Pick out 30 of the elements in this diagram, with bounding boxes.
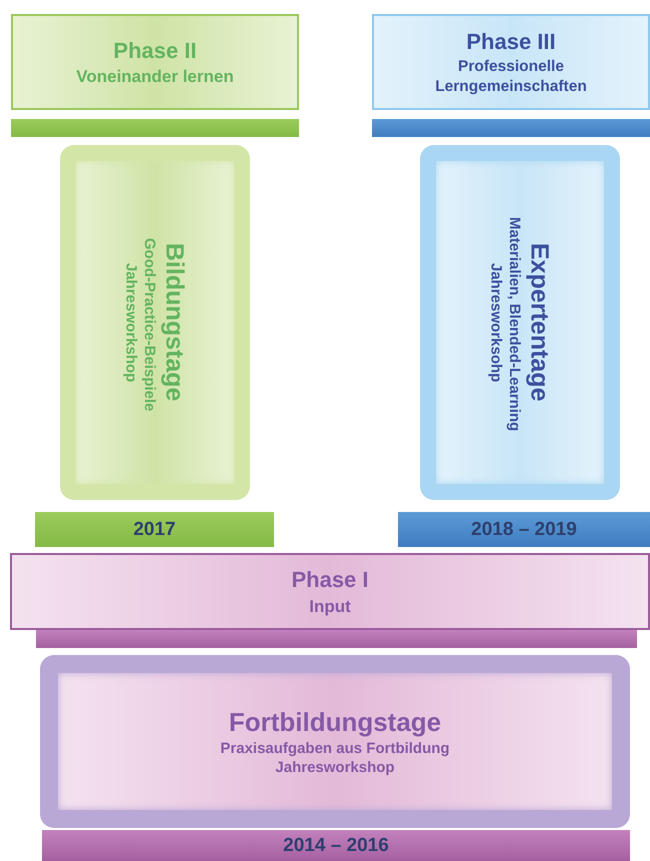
activity-panel: [420, 145, 620, 500]
year-label: 2017: [133, 518, 176, 542]
node-subtitle: Jahresworkshop: [121, 262, 140, 382]
node-subtitle: Jahresworksohp: [486, 262, 504, 382]
year-label: 2014 – 2016: [283, 834, 389, 858]
node-subtitle: Good-Practice-Beispiele: [140, 238, 158, 412]
node-title: Expertentage: [524, 243, 554, 402]
node-title: Phase II: [113, 36, 197, 64]
activity-panel: [60, 145, 250, 500]
phase-box: [11, 14, 299, 110]
node-subtitle: Input: [309, 596, 351, 617]
node-title: Phase I: [291, 566, 369, 594]
node-title: Phase III: [466, 28, 556, 56]
node-title: Fortbildungstage: [228, 706, 442, 738]
year-bar: [35, 512, 274, 547]
node-subtitle: Voneinander lernen: [76, 66, 234, 88]
activity-panel: [40, 655, 630, 828]
node-subtitle: Jahresworkshop: [275, 758, 395, 778]
divider-bar: [372, 119, 650, 137]
year-label: 2018 – 2019: [471, 518, 577, 542]
phase-box: [372, 14, 650, 110]
node-title: Bildungstage: [159, 243, 190, 402]
year-bar: [42, 830, 630, 861]
year-bar: [398, 512, 650, 547]
divider-bar: [36, 630, 637, 648]
phase-box: [10, 553, 650, 630]
node-subtitle: Praxisaufgaben aus Fortbildung: [220, 740, 450, 759]
node-subtitle: Materialien, Blended-Learning: [505, 217, 524, 432]
node-subtitle: Professionelle Lerngemeinschaften: [434, 57, 588, 96]
divider-bar: [11, 119, 299, 137]
